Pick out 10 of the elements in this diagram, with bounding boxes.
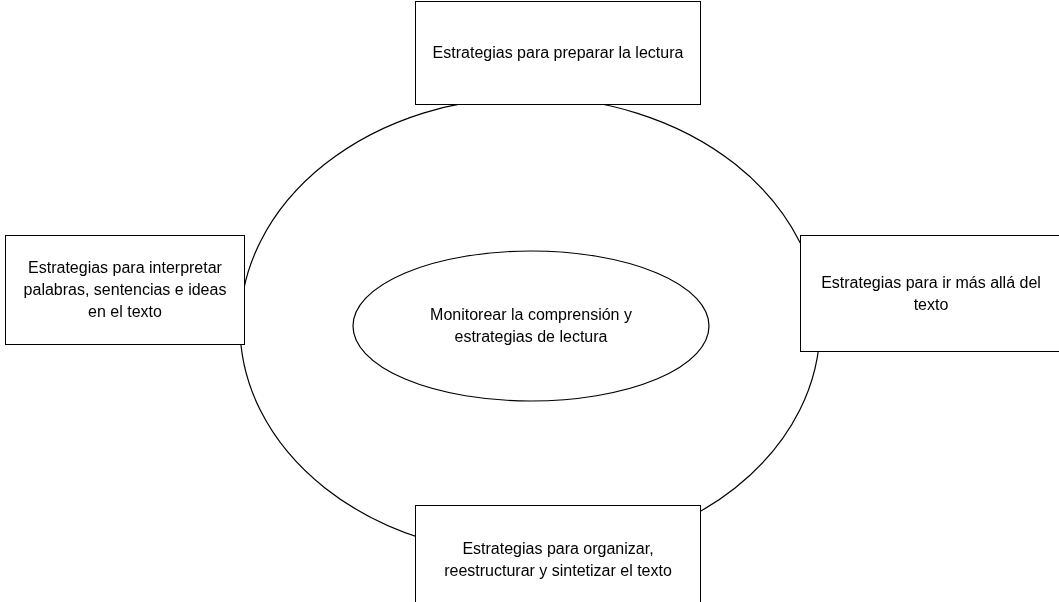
node-label: Estrategias para preparar la lectura: [431, 43, 685, 63]
process-box: [5, 235, 245, 345]
node-label: Monitorear la comprensión y estrategias de lectura: [429, 305, 633, 347]
process-box: [415, 1, 701, 105]
node-label: Estrategias para interpretar palabras, sentencias e ideas en el texto: [22, 258, 228, 322]
node-label: Estrategias para ir más allá del texto: [820, 272, 1042, 315]
process-box: [415, 505, 701, 602]
process-box: [800, 235, 1059, 352]
node-label: Estrategias para organizar, reestructurar y sintetizar el texto: [443, 539, 673, 581]
center-ellipse: [352, 250, 710, 402]
